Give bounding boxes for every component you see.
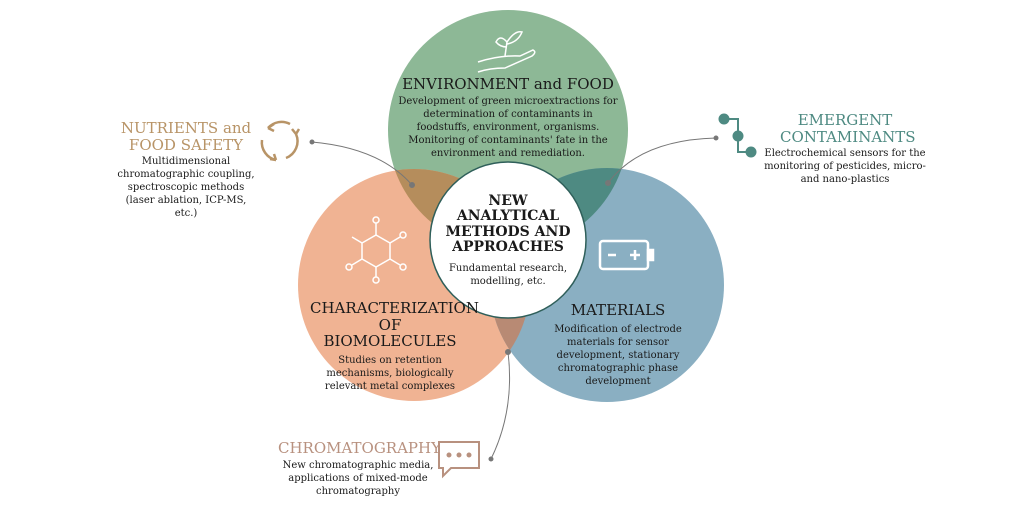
chat-bubble-icon xyxy=(438,441,480,479)
connector-emergent xyxy=(605,135,719,186)
materials-title: MATERIALS xyxy=(570,301,666,319)
emergent-description: Electrochemical sensors for the monitori… xyxy=(764,148,926,185)
biomolecules-description: Studies on retention mechanisms, biologi… xyxy=(324,354,456,392)
connector-chromatography xyxy=(488,349,511,462)
center-title: NEW ANALYTICAL METHODS AND APPROACHES xyxy=(445,193,571,256)
materials-description: Modification of electrode materials for … xyxy=(554,323,682,387)
chromatography-description: New chromatographic media, applications … xyxy=(282,459,434,497)
environment-block: ENVIRONMENT and FOOD Development of gree… xyxy=(398,76,618,160)
molecule-icon xyxy=(345,216,407,284)
biomolecules-title: CHARACTERIZATION OF BIOMOLECULES xyxy=(310,299,479,350)
connector-nutrients xyxy=(309,139,415,188)
center-block: NEW ANALYTICAL METHODS AND APPROACHES Fu… xyxy=(436,193,580,288)
chromatography-title: CHROMATOGRAPHY xyxy=(278,439,442,457)
recycle-arrows-icon xyxy=(260,120,301,162)
biomolecules-block: CHARACTERIZATION OF BIOMOLECULES Studies… xyxy=(310,299,479,393)
materials-block: MATERIALS Modification of electrode mate… xyxy=(553,302,683,388)
nutrients-description: Multidimensional chromatographic couplin… xyxy=(117,156,255,219)
emergent-title: EMERGENT CONTAMINANTS xyxy=(780,111,916,146)
circle-center xyxy=(429,161,587,319)
hand-plant-icon xyxy=(477,30,536,73)
emergent-block: EMERGENT CONTAMINANTS Electrochemical se… xyxy=(760,112,930,186)
node-path-icon xyxy=(718,113,757,158)
nutrients-block: NUTRIENTS and FOOD SAFETY Multidimension… xyxy=(116,120,256,220)
center-description: Fundamental research, modelling, etc. xyxy=(448,262,568,287)
nutrients-title: NUTRIENTS and FOOD SAFETY xyxy=(120,119,252,154)
environment-description: Development of green microextractions fo… xyxy=(398,95,618,159)
battery-icon xyxy=(598,239,655,271)
chromatography-block: CHROMATOGRAPHY New chromatographic media… xyxy=(278,439,442,498)
environment-title: ENVIRONMENT and FOOD xyxy=(402,75,614,93)
